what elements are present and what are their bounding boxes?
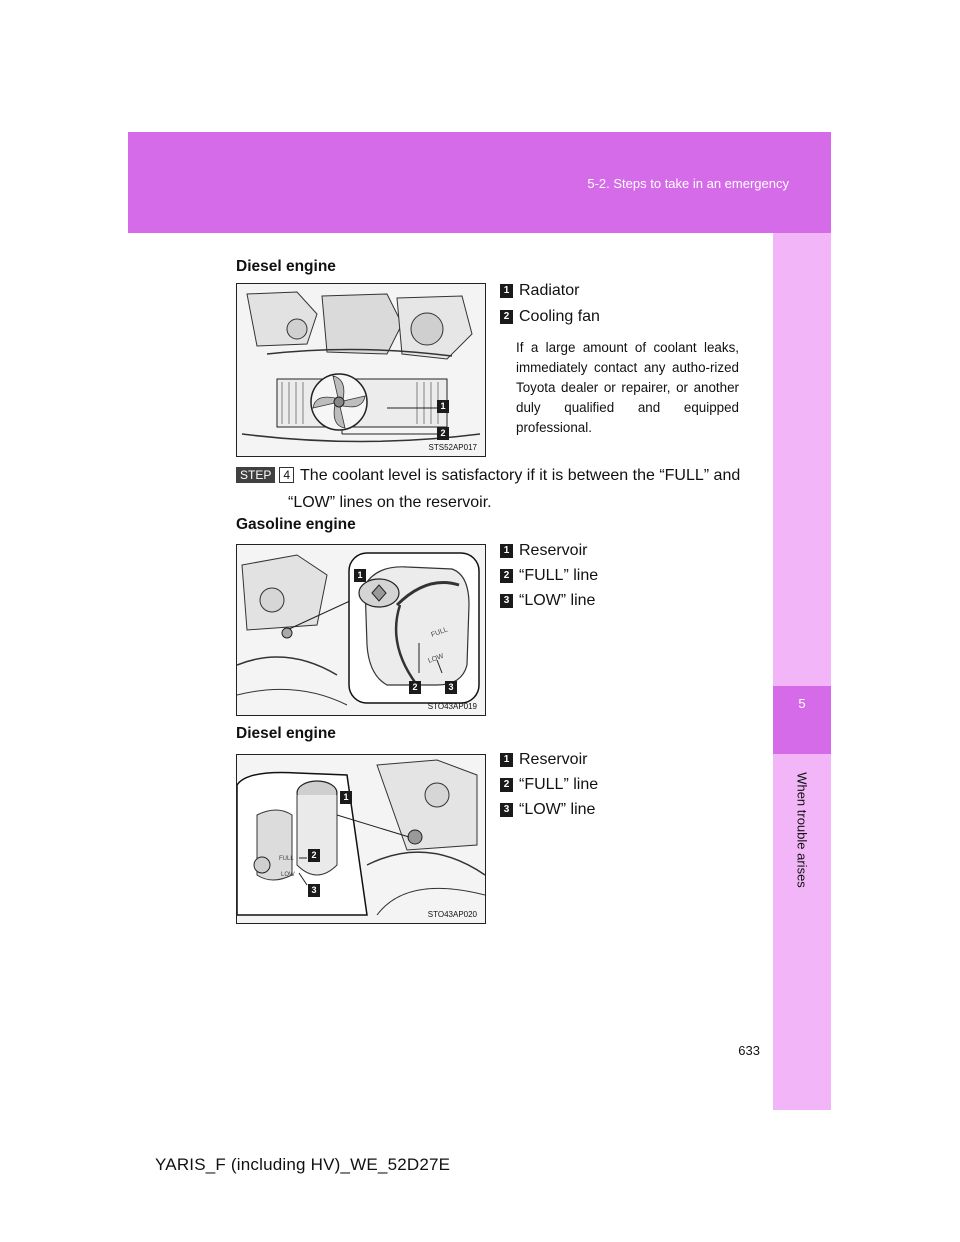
radiator-illustration (237, 284, 485, 456)
full-mark: FULL (279, 856, 294, 862)
step-number: 4 (279, 467, 295, 483)
figure-tag-2: 2 (437, 427, 449, 440)
gasoline-reservoir-illustration: FULL LOW (237, 545, 485, 715)
figure-code: STO43AP020 (427, 910, 477, 919)
callout-number: 1 (500, 544, 513, 558)
callout-cooling-fan: 2 Cooling fan (500, 308, 600, 326)
coolant-leak-note: If a large amount of coolant leaks, imme… (516, 340, 739, 435)
figure-tag-2: 2 (308, 849, 320, 862)
callout-label: Radiator (519, 282, 580, 299)
chapter-number: 5 (798, 696, 806, 711)
callout-label: “LOW” line (519, 592, 596, 609)
chapter-title: When trouble arises (794, 772, 810, 888)
chapter-tab: 5 (773, 686, 831, 754)
callout-low-line: 3 “LOW” line (500, 592, 595, 610)
gasoline-engine-heading: Gasoline engine (236, 516, 356, 533)
diesel-reservoir-figure: FULL LOW 1 2 3 STO43AP020 (236, 754, 486, 924)
callout-label: “FULL” line (519, 567, 599, 584)
figure-tag-1: 1 (437, 400, 449, 413)
figure-tag-1: 1 (354, 569, 366, 582)
callout-label: Reservoir (519, 751, 588, 768)
figure-code: STS52AP017 (428, 443, 477, 452)
step-text-line1: The coolant level is satisfactory if it … (300, 467, 741, 484)
callout-low-line: 3 “LOW” line (500, 801, 595, 819)
gasoline-reservoir-figure: FULL LOW 1 2 3 STO43AP019 (236, 544, 486, 716)
callout-radiator: 1 Radiator (500, 282, 579, 300)
low-mark: LOW (281, 872, 295, 878)
diesel-engine-heading-2: Diesel engine (236, 725, 336, 742)
step-badge: STEP (236, 467, 276, 483)
callout-label: “LOW” line (519, 801, 596, 818)
side-tab (773, 233, 831, 1110)
step-text-line2: “LOW” lines on the reservoir. (288, 494, 492, 511)
callout-number: 2 (500, 778, 513, 792)
page-number: 633 (738, 1043, 760, 1058)
chapter-title-vertical: When trouble arises (774, 760, 830, 900)
callout-number: 1 (500, 753, 513, 767)
callout-reservoir: 1 Reservoir (500, 751, 587, 769)
callout-full-line: 2 “FULL” line (500, 776, 598, 794)
figure-tag-3: 3 (308, 884, 320, 897)
callout-number: 2 (500, 569, 513, 583)
figure-tag-3: 3 (445, 681, 457, 694)
callout-number: 3 (500, 803, 513, 817)
figure-code: STO43AP019 (427, 702, 477, 711)
figure-tag-1: 1 (340, 791, 352, 804)
section-title: 5-2. Steps to take in an emergency (587, 176, 789, 191)
diesel-reservoir-illustration: FULL LOW (237, 755, 485, 923)
callout-reservoir: 1 Reservoir (500, 542, 587, 560)
callout-full-line: 2 “FULL” line (500, 567, 598, 585)
callout-label: “FULL” line (519, 776, 599, 793)
callout-label: Cooling fan (519, 308, 600, 325)
diesel-engine-heading-1: Diesel engine (236, 258, 336, 275)
callout-label: Reservoir (519, 542, 588, 559)
callout-number: 2 (500, 310, 513, 324)
document-footer: YARIS_F (including HV)_WE_52D27E (155, 1155, 451, 1174)
callout-number: 1 (500, 284, 513, 298)
header-band: 5-2. Steps to take in an emergency (128, 132, 831, 233)
callout-number: 3 (500, 594, 513, 608)
figure-tag-2: 2 (409, 681, 421, 694)
radiator-figure: 1 2 STS52AP017 (236, 283, 486, 457)
